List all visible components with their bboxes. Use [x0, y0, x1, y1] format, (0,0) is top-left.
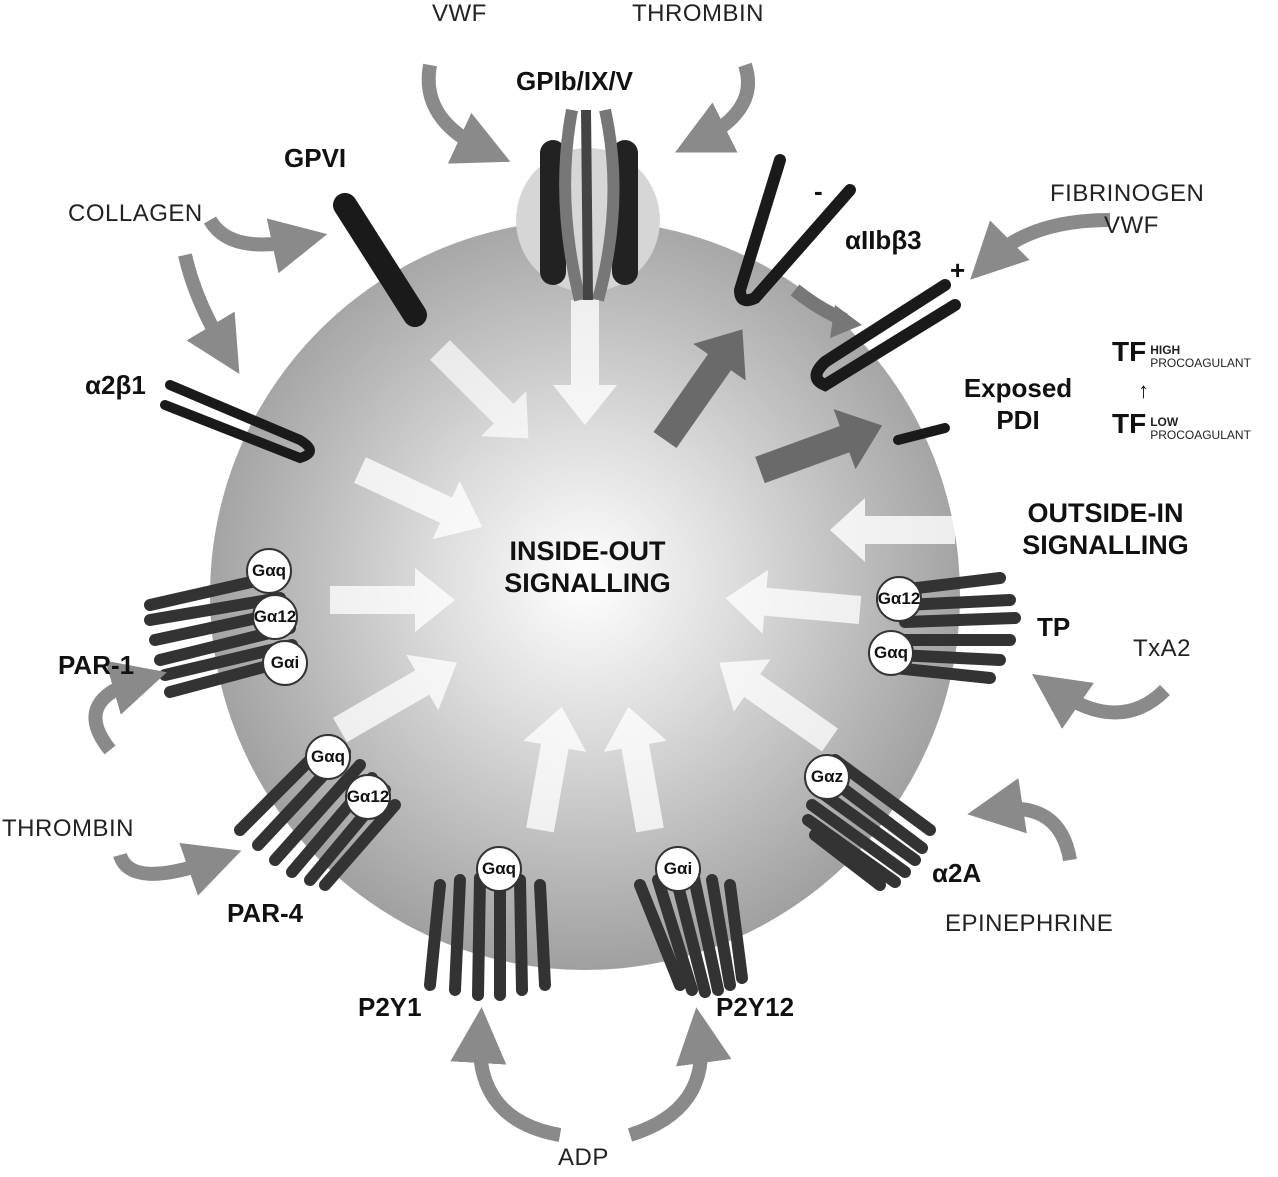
par1-gi-circle: Gαi: [262, 640, 308, 686]
par1-gq-circle: Gαq: [246, 548, 292, 594]
vwf-top-label: VWF: [432, 0, 487, 27]
par1-g12-label: Gα12: [253, 607, 297, 626]
tp-gq-label: Gαq: [873, 643, 909, 662]
p2y1-gq-label: Gαq: [481, 859, 517, 878]
aiib-b3-active: [810, 279, 961, 392]
p2y12-gi-label: Gαi: [663, 859, 693, 878]
a2a-gz-label: Gαz: [810, 767, 844, 786]
a2b1-receptor: [160, 380, 315, 464]
vwf-right-label: VWF: [1104, 212, 1159, 239]
aiib-b3-inactive: [733, 154, 856, 307]
tf-high-note-line1: HIGH: [1150, 342, 1181, 357]
adp-label: ADP: [558, 1144, 609, 1171]
tf-low-note-line2: PROCOAGULANT: [1150, 427, 1251, 442]
activation-arrows: [653, 329, 883, 484]
platelet-cell: [210, 220, 960, 970]
p2y12-label: P2Y12: [716, 992, 795, 1022]
tf-low-note-line1: LOW: [1150, 414, 1179, 429]
tp-gq-circle: Gαq: [868, 630, 914, 676]
agonist-arrows: [88, 62, 1170, 1142]
inside-out-label: INSIDE-OUT SIGNALLING: [504, 536, 671, 598]
p2y12-receptor: [634, 872, 748, 998]
plus-sign: +: [950, 255, 966, 285]
fibrinogen-label: FIBRINOGEN: [1050, 180, 1205, 207]
gpvi-label: GPVI: [284, 143, 347, 173]
outside-in-label: OUTSIDE-IN SIGNALLING: [1022, 498, 1189, 560]
p2y1-receptor: [424, 872, 551, 1001]
epinephrine-label: EPINEPHRINE: [945, 910, 1114, 937]
par4-label: PAR-4: [227, 898, 304, 928]
par1-label: PAR-1: [58, 650, 135, 680]
thrombin-left-label: THROMBIN: [2, 815, 134, 842]
tf-high-label: TF: [1112, 336, 1147, 367]
par4-g12-circle: Gα12: [345, 774, 391, 820]
par4-g12-label: Gα12: [346, 787, 390, 806]
aiib-b3-label: αIIbβ3: [845, 225, 922, 255]
p2y1-label: P2Y1: [358, 992, 422, 1022]
gpib-label: GPIb/IX/V: [516, 66, 634, 96]
tp-g12-label: Gα12: [877, 589, 921, 608]
collagen-label: COLLAGEN: [68, 200, 203, 227]
p2y12-gi-circle: Gαi: [655, 846, 701, 892]
txa2-label: TxA2: [1133, 635, 1192, 662]
tf-up-arrow: ↑: [1138, 378, 1149, 403]
a2b1-label: α2β1: [85, 370, 146, 400]
par1-g12-circle: Gα12: [252, 594, 298, 640]
a2a-receptor: [802, 754, 936, 891]
inside-out-arrows: [330, 300, 955, 833]
a2a-label: α2A: [932, 858, 982, 888]
tf-low-label: TF: [1112, 408, 1147, 439]
minus-sign: -: [814, 176, 823, 206]
gpvi-receptor: [333, 193, 427, 327]
par1-gi-label: Gαi: [270, 653, 300, 672]
par4-gq-circle: Gαq: [305, 734, 351, 780]
tp-label: TP: [1037, 612, 1071, 642]
tf-high-note-line2: PROCOAGULANT: [1150, 355, 1251, 370]
exposed-pdi-label: Exposed PDI: [963, 373, 1073, 435]
gpib-receptor: [540, 108, 638, 302]
thrombin-top-label: THROMBIN: [632, 0, 764, 27]
p2y1-gq-circle: Gαq: [476, 846, 522, 892]
par1-gq-label: Gαq: [251, 561, 287, 580]
tp-g12-circle: Gα12: [876, 576, 922, 622]
a2a-gz-circle: Gαz: [804, 754, 850, 800]
integrin-activation-arrowhead: [830, 305, 862, 338]
par4-gq-label: Gαq: [310, 747, 346, 766]
pdi-marker: [893, 423, 950, 445]
